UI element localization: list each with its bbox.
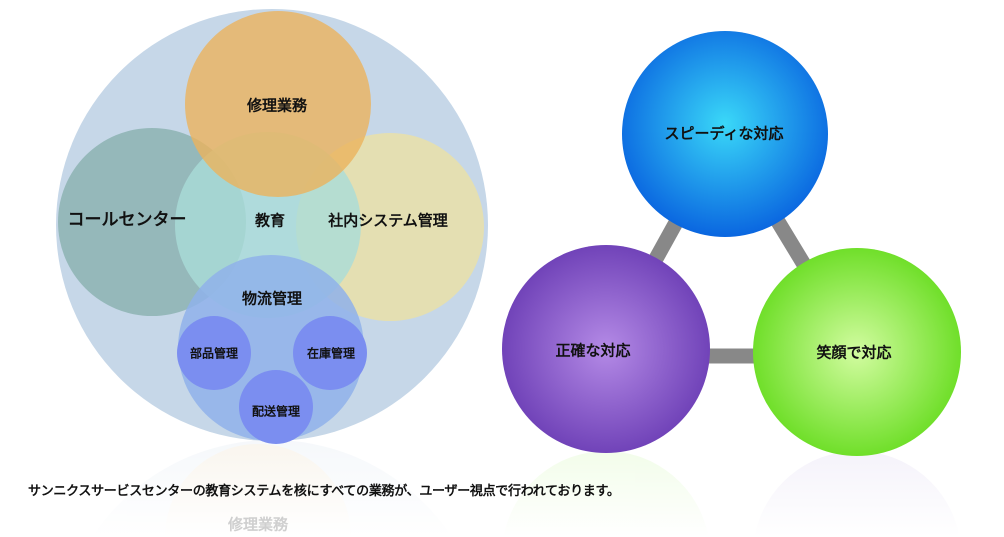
- reflection-fade: [0, 440, 1004, 537]
- logistics-circle: [178, 255, 364, 441]
- service-triangle-diagram: スピーディな対応 正確な対応 笑顔で対応: [502, 31, 961, 456]
- delivery-circle: [239, 370, 313, 444]
- inventory-circle: [293, 316, 367, 390]
- inventory-label: 在庫管理: [307, 346, 355, 361]
- education-label: 教育: [254, 212, 285, 230]
- business-venn-diagram: 修理業務 コールセンター 教育 社内システム管理 物流管理 部品管理 在庫管理 …: [56, 9, 488, 444]
- repair-circle: [185, 11, 371, 197]
- logistics-label: 物流管理: [242, 290, 302, 308]
- caption: サンニクスサービスセンターの教育システムを核にすべての業務が、ユーザー視点で行わ…: [28, 484, 620, 499]
- parts-circle: [177, 316, 251, 390]
- smile-label: 笑顔で対応: [816, 344, 891, 362]
- reflection-label: 修理業務: [227, 516, 289, 534]
- smile-circle: [753, 248, 961, 456]
- delivery-label: 配送管理: [252, 404, 300, 419]
- speedy-circle: [622, 31, 828, 237]
- internal-system-label: 社内システム管理: [327, 212, 448, 230]
- parts-label: 部品管理: [190, 346, 238, 361]
- repair-label: 修理業務: [246, 97, 308, 115]
- accurate-circle: [502, 245, 710, 453]
- accurate-label: 正確な対応: [555, 342, 630, 360]
- call-center-label: コールセンター: [68, 210, 187, 230]
- speedy-label: スピーディな対応: [665, 125, 784, 143]
